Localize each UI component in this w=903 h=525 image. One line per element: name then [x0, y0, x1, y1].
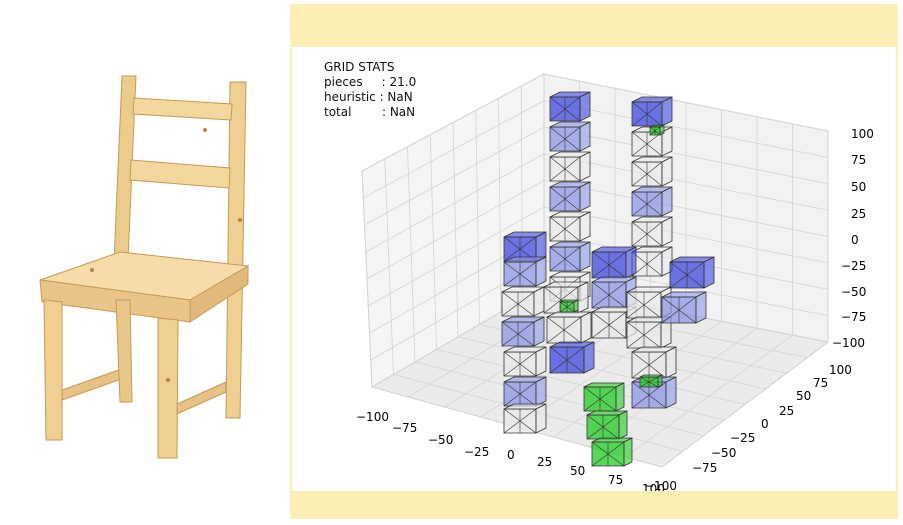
grid-line [543, 206, 829, 264]
voxel-piece [583, 382, 625, 412]
x-tick: 0 [507, 448, 515, 462]
grid-stats-title: GRID STATS [324, 60, 395, 74]
stat-label: total [324, 105, 352, 119]
y-tick: 0 [761, 417, 769, 431]
voxel-piece [546, 311, 592, 344]
voxel-piece [586, 410, 628, 440]
z-tick: −100 [832, 336, 865, 350]
y-tick: 75 [813, 376, 828, 390]
z-tick: 50 [851, 180, 866, 194]
y-tick: −100 [644, 479, 677, 491]
voxel-piece [631, 346, 677, 379]
voxel-piece [631, 216, 673, 247]
x-tick: 50 [570, 464, 585, 478]
voxel-piece [631, 186, 673, 217]
voxel-piece [591, 437, 633, 467]
grid-stats: GRID STATS pieces : 21.0 heuristic : NaN… [324, 60, 416, 120]
3d-plot-area: GRID STATS pieces : 21.0 heuristic : NaN… [292, 47, 896, 491]
z-tick: 0 [851, 233, 859, 247]
voxel-piece [631, 156, 673, 187]
voxel-piece [549, 211, 591, 242]
wooden-chair-image [39, 75, 250, 459]
z-tick: 100 [851, 127, 874, 141]
y-tick: −75 [692, 461, 717, 475]
z-tick: −75 [841, 310, 866, 324]
grid-line [366, 180, 545, 280]
x-tick: 75 [608, 473, 623, 487]
y-tick: 25 [779, 404, 794, 418]
voxel-piece [549, 91, 591, 122]
chair-photo [0, 0, 290, 521]
voxel-piece [639, 374, 663, 388]
voxel-piece [591, 246, 637, 279]
y-tick: 100 [829, 363, 852, 377]
stat-value: : 21.0 [381, 75, 417, 89]
grid-line [625, 334, 793, 458]
voxel-piece [501, 316, 545, 347]
3d-axes: 100 75 50 25 0 −25 −50 −75 −100 −100 −75… [356, 73, 874, 491]
visualization-panel: GRID STATS pieces : 21.0 heuristic : NaN… [290, 4, 898, 519]
voxel-piece [549, 121, 591, 152]
y-axis-ticks: 100 75 50 25 0 −25 −50 −75 −100 [644, 363, 852, 491]
z-tick: −25 [841, 259, 866, 273]
pieces-stat: pieces : 21.0 [324, 75, 416, 90]
voxel-piece [503, 376, 547, 407]
voxel-piece [549, 151, 591, 182]
heuristic-stat: heuristic : NaN [324, 90, 416, 105]
voxel-piece [503, 231, 547, 262]
voxel-piece [503, 346, 547, 377]
z-tick: 25 [851, 207, 866, 221]
stat-value: : NaN [379, 90, 413, 104]
grid-line [498, 98, 502, 313]
stat-label: heuristic [324, 90, 376, 104]
grid-line [543, 180, 829, 237]
voxel-piece [631, 246, 673, 277]
x-axis-ticks: −100 −75 −50 −25 0 25 50 75 100 [356, 410, 665, 491]
y-tick: −50 [711, 446, 736, 460]
voxel-piece [631, 96, 673, 127]
z-tick: −50 [841, 285, 866, 299]
voxel-piece [549, 341, 595, 374]
voxel-piece [669, 256, 715, 289]
stat-value: : NaN [381, 105, 416, 119]
y-tick: −25 [730, 431, 755, 445]
voxel-piece [559, 299, 579, 313]
voxel-pieces [501, 91, 715, 467]
x-tick: −25 [464, 445, 489, 459]
grid-line [475, 110, 480, 325]
grid-line [368, 206, 545, 307]
voxel-piece [503, 403, 547, 434]
voxel-piece [503, 256, 547, 287]
voxel-piece [549, 241, 591, 272]
z-tick: 75 [851, 153, 866, 167]
x-tick: −50 [428, 433, 453, 447]
x-tick: −75 [392, 421, 417, 435]
voxel-piece [501, 286, 545, 317]
voxel-piece [549, 181, 591, 212]
total-stat: total : NaN [324, 105, 416, 120]
y-tick: 50 [796, 389, 811, 403]
voxel-piece [649, 124, 665, 136]
voxel-piece [661, 291, 707, 324]
voxel-piece [626, 316, 672, 349]
x-tick: 100 [642, 482, 665, 491]
z-axis-ticks: 100 75 50 25 0 −25 −50 −75 −100 [832, 127, 874, 350]
x-tick: −100 [356, 410, 389, 424]
stat-label: pieces [324, 75, 363, 89]
grid-line [661, 341, 829, 468]
x-tick: 25 [537, 455, 552, 469]
